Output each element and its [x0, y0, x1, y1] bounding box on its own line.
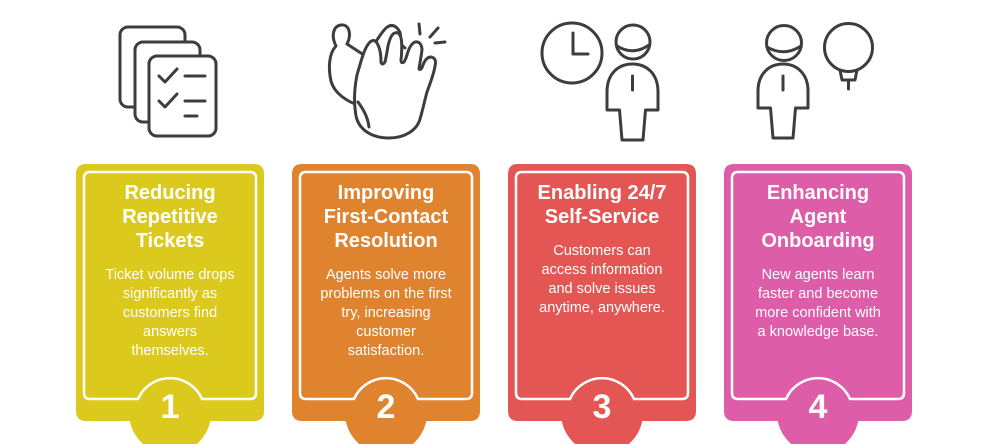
card-text: Enabling 24/7 Self-Service Customers can… — [508, 164, 696, 318]
step-card-3: 3 Enabling 24/7 Self-Service Customers c… — [508, 164, 696, 444]
bulb — [823, 22, 874, 73]
card-background — [508, 164, 696, 421]
clock-hands — [571, 31, 590, 56]
card-text: Improving First-Contact Resolution Agent… — [292, 164, 480, 361]
card-shape: 4 — [724, 164, 912, 444]
number-circle — [345, 372, 427, 444]
step-number: 1 — [161, 388, 180, 426]
thumb-line — [356, 100, 371, 129]
card-background — [292, 164, 480, 421]
step-title: Enabling 24/7 Self-Service — [537, 182, 667, 228]
card-inner-border — [514, 170, 690, 401]
step-title: Reducing Repetitive Tickets — [122, 182, 218, 252]
card-text: Reducing Repetitive Tickets Ticket volum… — [76, 164, 264, 361]
person-head — [614, 23, 652, 61]
step-title: Enhancing Agent Onboarding — [761, 182, 875, 252]
step-number: 4 — [809, 388, 828, 426]
clap-spark-2 — [428, 26, 440, 39]
step-title: Improving First-Contact Resolution — [323, 182, 449, 252]
number-circle — [129, 372, 211, 444]
card-shape: 2 — [292, 164, 480, 444]
person-body — [756, 62, 810, 140]
person-hair — [615, 43, 651, 53]
card-inner-border — [298, 170, 474, 401]
card-background — [724, 164, 912, 421]
card-inner-border — [730, 170, 906, 401]
number-circle — [561, 372, 643, 444]
person-head — [765, 24, 803, 62]
card-background — [76, 164, 264, 421]
card-text: Enhancing Agent Onboarding New agents le… — [724, 164, 912, 342]
person-hair — [765, 44, 803, 54]
number-circle — [777, 372, 859, 444]
step-description: Agents solve more problems on the first … — [320, 267, 452, 359]
step-description: New agents learn faster and become more … — [755, 267, 881, 340]
step-card-4: 4 Enhancing Agent Onboarding New agents … — [724, 164, 912, 444]
clap-spark-3 — [433, 40, 447, 45]
person-body — [605, 62, 660, 142]
clap-spark-1 — [417, 22, 422, 36]
stacked-checklist-documents-icon — [118, 25, 218, 138]
card-inner-border — [82, 170, 258, 401]
step-card-2: 2 Improving First-Contact Resolution Age… — [292, 164, 480, 444]
step-description: Ticket volume drops significantly as cus… — [105, 267, 235, 359]
step-card-1: 1 Reducing Repetitive Tickets Ticket vol… — [76, 164, 264, 444]
person-with-idea-bulb-icon — [756, 22, 874, 140]
step-number: 2 — [377, 388, 396, 426]
clock-and-person-icon — [540, 21, 660, 142]
card-shape: 3 — [508, 164, 696, 444]
front-hand — [353, 31, 437, 140]
card-shape: 1 — [76, 164, 264, 444]
step-number: 3 — [593, 388, 612, 426]
step-description: Customers can access information and sol… — [539, 243, 665, 316]
icons-row — [118, 21, 874, 142]
clapping-hands-icon — [327, 22, 447, 140]
